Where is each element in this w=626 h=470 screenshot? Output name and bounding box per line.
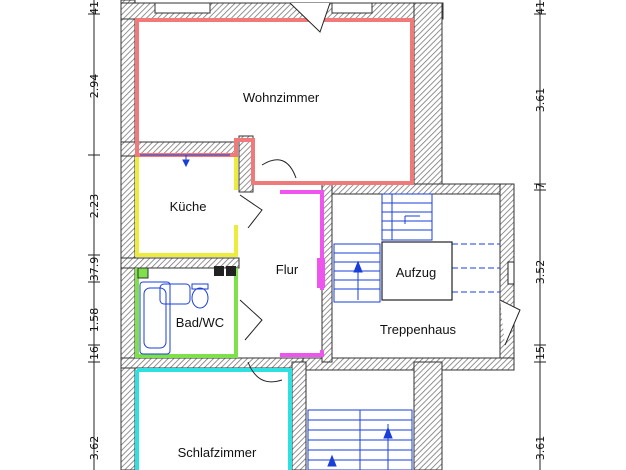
dim-left-2: 2.94 bbox=[88, 74, 101, 99]
right-dimension-chain bbox=[534, 0, 546, 470]
dim-right-2: 3.61 bbox=[534, 88, 547, 113]
toilet bbox=[191, 287, 209, 309]
dim-left-7: 3.62 bbox=[88, 436, 101, 461]
kitchen-arrow bbox=[140, 154, 230, 168]
shaft-boxes bbox=[214, 266, 236, 276]
schlafzimmer-outline bbox=[135, 368, 292, 470]
room-outlines bbox=[135, 18, 414, 470]
upper-stair bbox=[381, 193, 433, 241]
dim-left-6: 16 bbox=[88, 346, 101, 360]
left-stair bbox=[333, 243, 381, 303]
washbasin bbox=[159, 283, 191, 305]
dim-right-6: 3.61 bbox=[534, 436, 547, 461]
dim-right-3: 7 bbox=[534, 183, 547, 190]
dim-left-3: 2.23 bbox=[88, 194, 101, 219]
windows bbox=[154, 2, 373, 14]
dim-left-4: 37.9 bbox=[88, 257, 101, 282]
room-label-flur: Flur bbox=[276, 262, 299, 277]
room-label-aufzug: Aufzug bbox=[396, 265, 436, 280]
bathtub bbox=[139, 281, 171, 355]
flur-outline bbox=[280, 190, 324, 357]
dim-right-4: 3.52 bbox=[534, 260, 547, 285]
room-label-bad: Bad/WC bbox=[176, 315, 224, 330]
walls bbox=[120, 0, 515, 470]
dim-right-5: 15 bbox=[534, 346, 547, 360]
lower-stair bbox=[307, 409, 413, 470]
bathroom-fixtures bbox=[137, 267, 209, 355]
room-label-kueche: Küche bbox=[170, 199, 207, 214]
kueche-outline bbox=[135, 157, 238, 257]
dim-right-1: 41 bbox=[534, 1, 547, 15]
elevator-shaft bbox=[381, 241, 453, 301]
bad-outline bbox=[135, 268, 238, 358]
flur-marker bbox=[317, 258, 325, 288]
stair-marker bbox=[507, 261, 515, 285]
doors bbox=[239, 2, 521, 383]
room-label-wohnzimmer: Wohnzimmer bbox=[243, 90, 320, 105]
left-dimension-chain bbox=[88, 0, 100, 470]
room-label-treppenhaus: Treppenhaus bbox=[380, 322, 457, 337]
room-label-schlafzimmer: Schlafzimmer bbox=[178, 445, 257, 460]
dim-left-1: 41 bbox=[88, 1, 101, 15]
dim-left-5: 1.58 bbox=[88, 308, 101, 333]
right-stair-landing bbox=[452, 243, 500, 293]
